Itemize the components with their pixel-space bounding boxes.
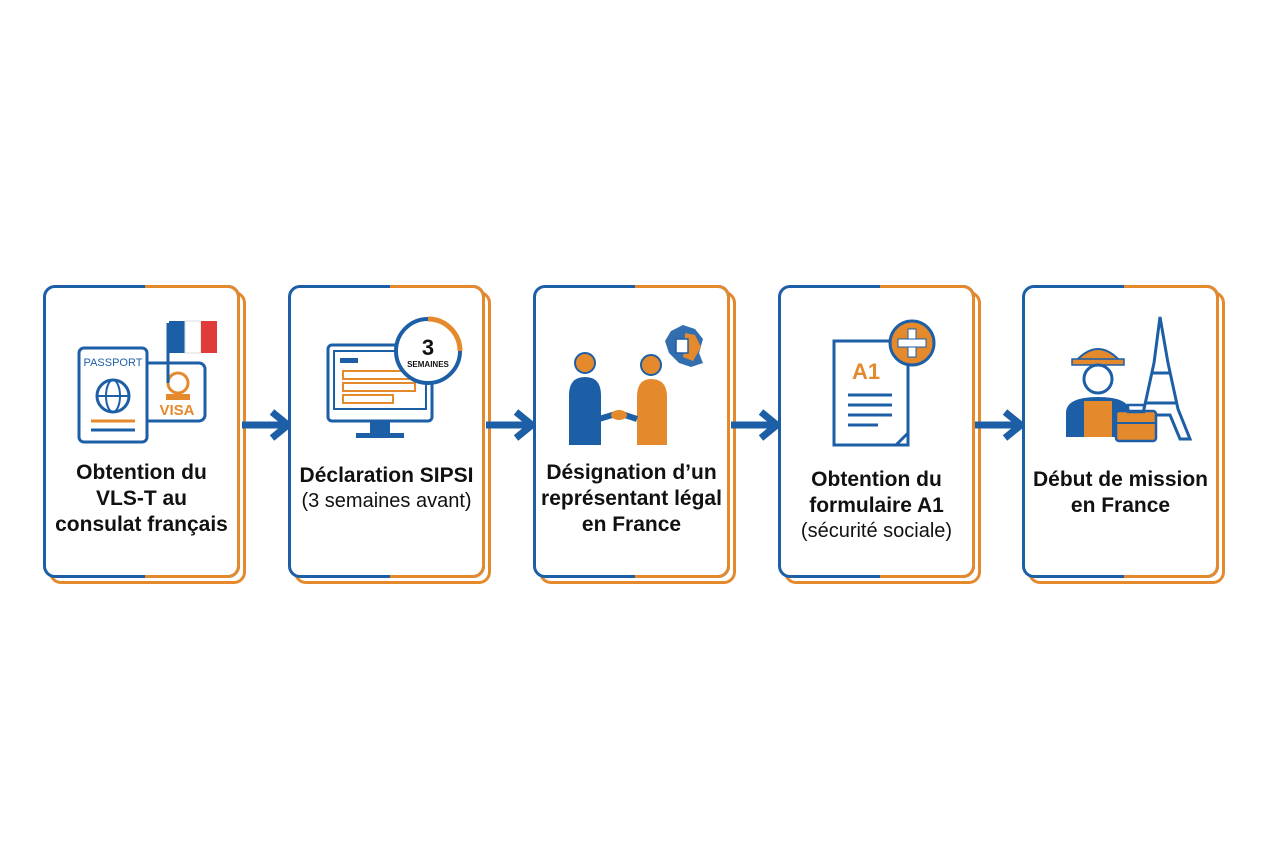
computer-timer-icon: 3 SEMAINES (326, 316, 463, 438)
arrow-3-4 (729, 407, 785, 443)
step-card-4: A1 Obtention du formulaire A1 (sécurité … (778, 285, 981, 584)
worker-eiffel-icon (1066, 316, 1193, 443)
svg-text:PASSPORT: PASSPORT (84, 357, 143, 369)
form-a1-icon: A1 (832, 319, 936, 447)
svg-text:3: 3 (422, 335, 434, 360)
step-label-5: Début de mission en France (1032, 468, 1209, 517)
step-label-4: Obtention du formulaire A1 (sécurité soc… (800, 468, 953, 542)
svg-text:VISA: VISA (159, 402, 194, 419)
step-label-1: Obtention du VLS-T au consulat français (55, 461, 228, 536)
step-card-2: 3 SEMAINES Déclaration SIPSI (3 semaines… (288, 285, 491, 584)
svg-text:SEMAINES: SEMAINES (407, 360, 449, 369)
arrow-2-3 (484, 407, 540, 443)
svg-text:A1: A1 (852, 359, 880, 384)
step-card-5: Début de mission en France (1022, 285, 1225, 584)
step-label-2: Déclaration SIPSI (3 semaines avant) (299, 464, 474, 512)
passport-visa-icon: VISA PASSPORT (77, 320, 217, 444)
step-label-3: Désignation d’un représentant légal en F… (541, 461, 722, 536)
arrow-4-5 (973, 407, 1029, 443)
step-card-3: Désignation d’un représentant légal en F… (533, 285, 736, 584)
step-card-1: VISA PASSPORT Obtention du VLS-T au cons… (43, 285, 246, 584)
handshake-icon (569, 325, 703, 445)
